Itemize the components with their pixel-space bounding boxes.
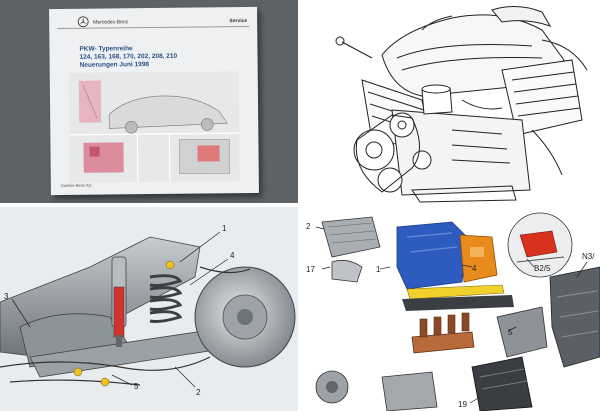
engine-callout-4: 4 xyxy=(472,264,477,273)
brand-label: Mercedes-Benz xyxy=(93,19,129,26)
engine-callout-1: 1 xyxy=(376,265,381,274)
engine-callout-b2-5: B2/5 xyxy=(534,264,551,273)
engine-callout-17: 17 xyxy=(306,265,315,274)
v-engine-line-drawing xyxy=(335,6,588,203)
cover-title-line1: PKW- Typenreihe xyxy=(79,45,133,53)
engine-components-illustration: 2 17 1 4 B2/5 N3/ 5 19 xyxy=(306,212,600,411)
panel-engine-components: 2 17 1 4 B2/5 N3/ 5 19 xyxy=(302,207,600,411)
suspension-callout-1: 1 xyxy=(222,224,227,233)
panel-engine-drawing xyxy=(302,0,600,203)
suspension-callout-5: 5 xyxy=(134,382,139,391)
suspension-callout-4: 4 xyxy=(230,251,235,260)
suspension-callout-3: 3 xyxy=(4,292,9,301)
cover-illustration-collage xyxy=(68,71,240,183)
service-manual-cover: Mercedes-Benz Service PKW- Typenreihe 12… xyxy=(49,6,259,196)
cover-title-line3: Neuerungen Juni 1998 xyxy=(79,61,150,69)
panel-rear-suspension: 1 4 3 5 2 xyxy=(0,207,298,411)
panel-book-cover: Mercedes-Benz Service PKW- Typenreihe 12… xyxy=(0,0,298,203)
suspension-callout-2: 2 xyxy=(196,388,201,397)
engine-callout-2: 2 xyxy=(306,222,311,231)
engine-callout-19: 19 xyxy=(458,400,467,409)
rear-suspension-illustration: 1 4 3 5 2 xyxy=(0,224,296,397)
cover-title-line2: 124, 163, 168, 170, 202, 208, 210 xyxy=(79,52,178,61)
engine-callout-5: 5 xyxy=(508,328,513,337)
mercedes-star-icon xyxy=(77,16,89,28)
service-label: Service xyxy=(229,18,248,25)
cover-footer: Daimler-Benz AG xyxy=(60,182,92,188)
engine-callout-n3: N3/ xyxy=(582,252,595,261)
horizontal-divider xyxy=(0,203,600,207)
